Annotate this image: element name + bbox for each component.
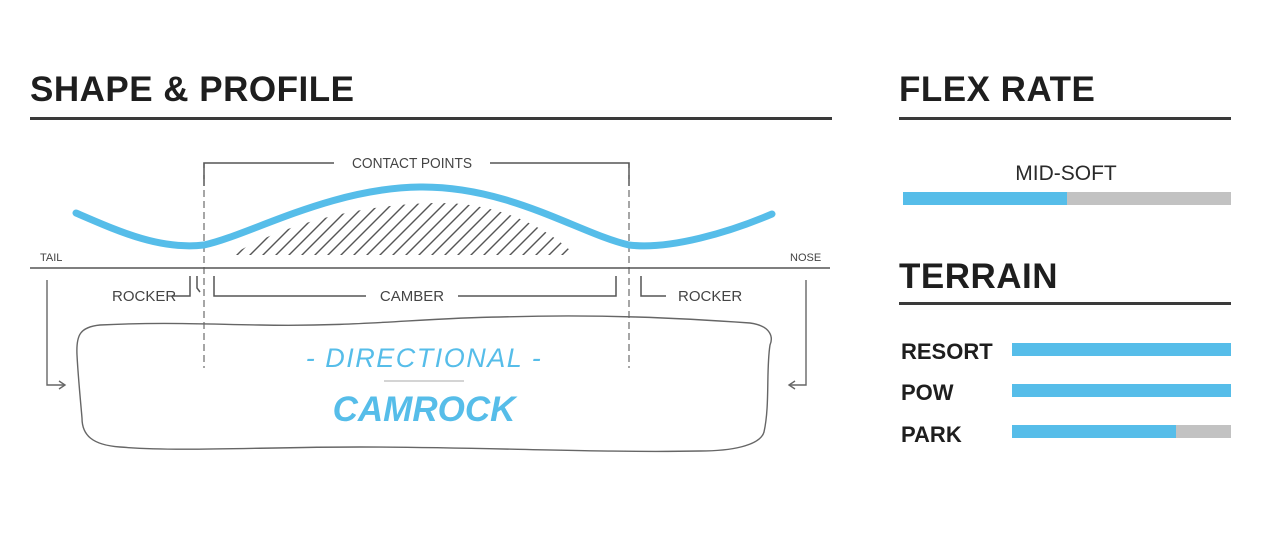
shape-label: - DIRECTIONAL -	[306, 343, 543, 373]
contact-points-bracket	[203, 162, 630, 186]
terrain-bar-resort	[1012, 343, 1231, 356]
flex-rate-value: MID-SOFT	[1015, 162, 1117, 185]
flex-rate-divider	[899, 117, 1231, 120]
rocker-right-label: ROCKER	[678, 288, 742, 305]
tail-label: TAIL	[40, 252, 62, 264]
camber-label: CAMBER	[380, 288, 444, 305]
board-profile-curve	[72, 183, 776, 250]
terrain-bar-fill-pow	[1012, 384, 1231, 397]
rocker-left-label: ROCKER	[112, 288, 176, 305]
terrain-bar-pow	[1012, 384, 1231, 397]
terrain-label-park: PARK	[901, 422, 962, 447]
flex-rate-bar-fill	[903, 192, 1067, 205]
terrain-bar-fill-park	[1012, 425, 1177, 438]
length-arrows	[46, 280, 807, 390]
shape-profile-divider	[30, 117, 832, 120]
contact-points-label: CONTACT POINTS	[352, 155, 472, 172]
profile-zone-markers	[172, 276, 666, 297]
flex-rate-bar	[903, 192, 1231, 205]
board-outline	[76, 315, 772, 453]
flex-rate-title: FLEX RATE	[899, 70, 1096, 109]
terrain-label-resort: RESORT	[901, 339, 993, 364]
nose-label: NOSE	[790, 252, 821, 264]
camber-hatch	[232, 203, 575, 255]
profile-label: CAMROCK	[333, 390, 518, 429]
terrain-divider	[899, 302, 1231, 305]
terrain-label-pow: POW	[901, 380, 954, 405]
terrain-title: TERRAIN	[899, 257, 1059, 296]
terrain-bar-fill-resort	[1012, 343, 1231, 356]
shape-profile-title: SHAPE & PROFILE	[30, 70, 355, 109]
terrain-bar-park	[1012, 425, 1231, 438]
